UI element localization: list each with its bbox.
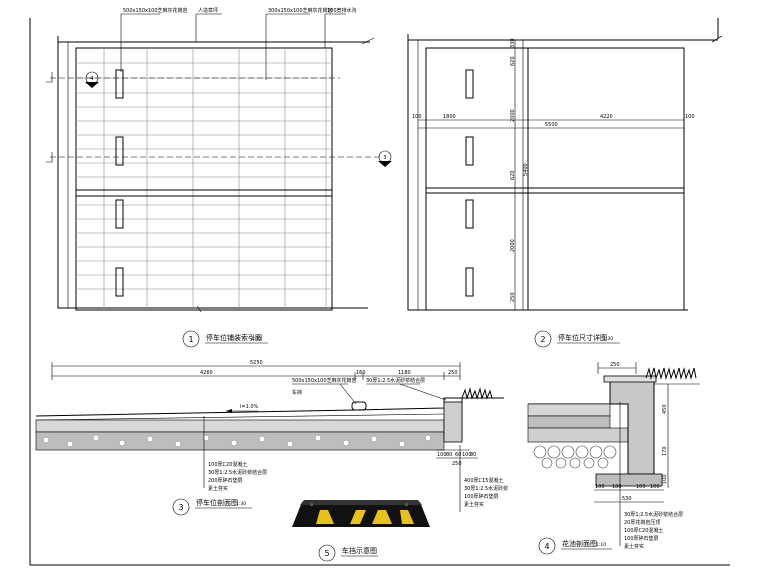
sec3-dim-b6: 80 <box>470 452 476 458</box>
drawing-title-3: 停车位剖面图 <box>196 498 238 507</box>
sec3-dim-250: 250 <box>448 370 458 376</box>
drawing-title-1: 停车位铺装索引图 <box>206 333 262 342</box>
sec3-layer-right-1: 400厚C15混凝土 <box>464 477 503 484</box>
drawing-number-1: 1 <box>188 335 193 344</box>
section-planter: 250 450 170 100 100 180 100 100 <box>527 362 700 550</box>
sec4-dim-170: 170 <box>662 446 668 456</box>
sec3-label-mortar: 30厚1:2.5水泥砂浆结合层 <box>366 377 425 384</box>
sec4-layer-4: 100厚碎石垫层 <box>624 535 659 542</box>
sec4-dim-100a: 100 <box>662 474 668 484</box>
label-artificial-turf: 人造草坪 <box>198 7 218 14</box>
section-mark-3: 3 <box>383 155 386 161</box>
title-block-1: 1 停车位铺装索引图 1:30 <box>182 330 268 348</box>
drawing-scale-3: 1:30 <box>236 501 246 507</box>
label-granite-500: 500x150x100芝麻灰花岗岩 <box>123 7 188 14</box>
sec3-layer-right-2: 30厚1:2.5水泥砂浆 <box>464 485 508 492</box>
title-block-2: 2 停车位尺寸详图 1:30 <box>534 330 620 348</box>
title-block-5: 5 车挡示意图 <box>318 544 378 562</box>
sec4-dim-450: 450 <box>662 404 668 414</box>
section-mark-4: 4 <box>90 76 93 82</box>
section-parking: 5250 4260 160 1180 250 i=1.0% <box>35 360 508 512</box>
drawing-number-3: 3 <box>178 503 183 512</box>
drawing-number-5: 5 <box>324 549 329 558</box>
dim-top-100-right: 100 <box>685 114 695 120</box>
sec3-layer-2: 30厚1:2.5水泥砂浆结合层 <box>208 469 267 476</box>
drawing-scale-2: 1:30 <box>603 336 613 342</box>
drawing-title-2: 停车位尺寸详图 <box>558 333 607 342</box>
sec3-dim-160: 160 <box>356 370 366 376</box>
drawing-number-4: 4 <box>544 542 549 551</box>
sec3-dim-b2: 80 <box>446 452 452 458</box>
sec4-dim-530: 530 <box>622 496 632 502</box>
dim-v-620-top: 620 <box>510 56 516 66</box>
plan-paving: 4 3 500x150x100芝麻灰花岗岩 人造草坪 300x150x100芝麻… <box>46 7 392 313</box>
sec3-dim-b5: 100 <box>462 452 472 458</box>
dim-v-5400: 5400 <box>523 163 529 176</box>
dim-top-1800: 1800 <box>443 114 456 120</box>
sec3-layer-4: 素土夯实 <box>208 485 228 492</box>
sec4-dim-100c: 100 <box>636 484 646 490</box>
drawing-title-4: 花池剖面图 <box>562 539 597 548</box>
dim-v-620-mid: 620 <box>510 170 516 180</box>
sec3-layer-right-4: 素土夯实 <box>464 501 484 508</box>
plan-dimensions: 100 1800 4220 100 5500 330 620 2000 620 … <box>407 34 723 311</box>
sec3-dim-b1: 100 <box>437 452 447 458</box>
sec4-layer-2: 20厚花岗岩压顶 <box>624 519 660 526</box>
label-drain-channel: 100宽排水沟 <box>327 7 357 14</box>
dim-v-2000-top: 2000 <box>510 109 516 122</box>
drawing-scale-1: 1:30 <box>251 336 261 342</box>
sec3-layer-1: 100厚C20混凝土 <box>208 461 247 468</box>
sec4-dim-100b: 100 <box>595 484 605 490</box>
title-block-4: 4 花池剖面图 1:10 <box>538 537 612 555</box>
sec3-label-stopper: 车挡 <box>292 389 302 396</box>
sec4-layer-5: 素土夯实 <box>624 543 644 550</box>
sec3-dim-5250: 5250 <box>250 360 263 366</box>
sec3-dim-1180: 1180 <box>398 370 411 376</box>
drawing-number-2: 2 <box>540 335 545 344</box>
sec4-dim-100d: 100 <box>650 484 660 490</box>
sec3-dim-b3: 250 <box>452 461 462 467</box>
sec3-layer-right-3: 100厚碎石垫层 <box>464 493 499 500</box>
sec4-layer-1: 30厚1:2.5水泥砂浆结合层 <box>624 511 683 518</box>
sec4-layer-3: 100厚C20混凝土 <box>624 527 663 534</box>
dim-v-250: 250 <box>510 292 516 302</box>
dim-top-100-left: 100 <box>412 114 422 120</box>
sec3-layer-3: 200厚碎石垫层 <box>208 477 243 484</box>
dim-v-330: 330 <box>510 38 516 48</box>
sec3-dim-b4: 60 <box>455 452 461 458</box>
sec4-dim-250: 250 <box>610 362 620 368</box>
sec4-dim-180: 180 <box>612 484 622 490</box>
label-granite-300: 300x150x100芝麻灰花岗岩 <box>268 7 333 14</box>
dim-total-5500: 5500 <box>545 122 558 128</box>
sec3-label-granite: 500x150x100芝麻灰花岗岩 <box>292 377 357 384</box>
title-block-3: 3 停车位剖面图 1:30 <box>172 498 252 516</box>
dim-v-2000-bottom: 2000 <box>510 239 516 252</box>
car-stopper-illustration <box>292 500 430 527</box>
sec3-slope: i=1.0% <box>240 404 259 410</box>
sec3-dim-4260: 4260 <box>200 370 213 376</box>
dim-top-4220: 4220 <box>600 114 613 120</box>
drawing-scale-4: 1:10 <box>596 542 606 548</box>
drawing-title-5: 车挡示意图 <box>342 546 377 555</box>
